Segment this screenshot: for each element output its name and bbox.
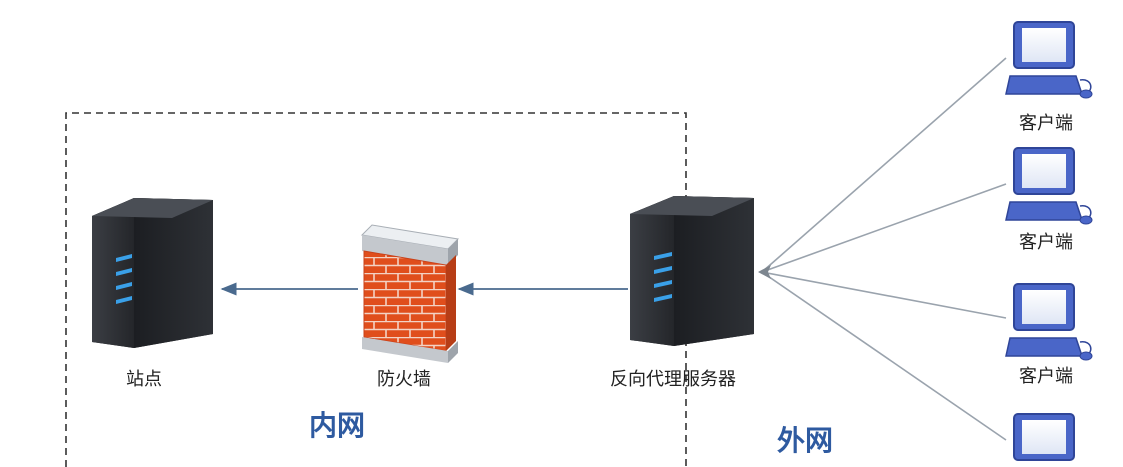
client-link-2 (761, 183, 1007, 273)
server-led-icon (116, 254, 132, 304)
client-links (761, 57, 1007, 441)
client-label: 客户端 (1019, 113, 1073, 134)
client-label: 客户端 (1019, 232, 1073, 253)
server-led-icon (654, 252, 672, 302)
client-computer-icon (1005, 283, 1093, 361)
proxy-link-arrow-icon (758, 265, 771, 279)
firewall-label: 防火墙 (377, 369, 431, 390)
extranet-label: 外网 (777, 424, 834, 457)
client-link-3 (761, 271, 1007, 319)
client-link-4 (761, 271, 1007, 441)
site-server-icon (92, 198, 213, 348)
intranet-label: 内网 (309, 409, 366, 442)
client-computer-icon (1013, 413, 1075, 461)
firewall-icon (360, 224, 460, 363)
client-computer-icon (1005, 21, 1093, 99)
proxy-label: 反向代理服务器 (610, 369, 736, 390)
client-link-1 (761, 57, 1007, 273)
client-computer-icon (1005, 147, 1093, 225)
intranet-boundary (65, 112, 687, 467)
client-label: 客户端 (1019, 366, 1073, 387)
site-label: 站点 (126, 369, 162, 390)
proxy-server-icon (630, 196, 754, 346)
